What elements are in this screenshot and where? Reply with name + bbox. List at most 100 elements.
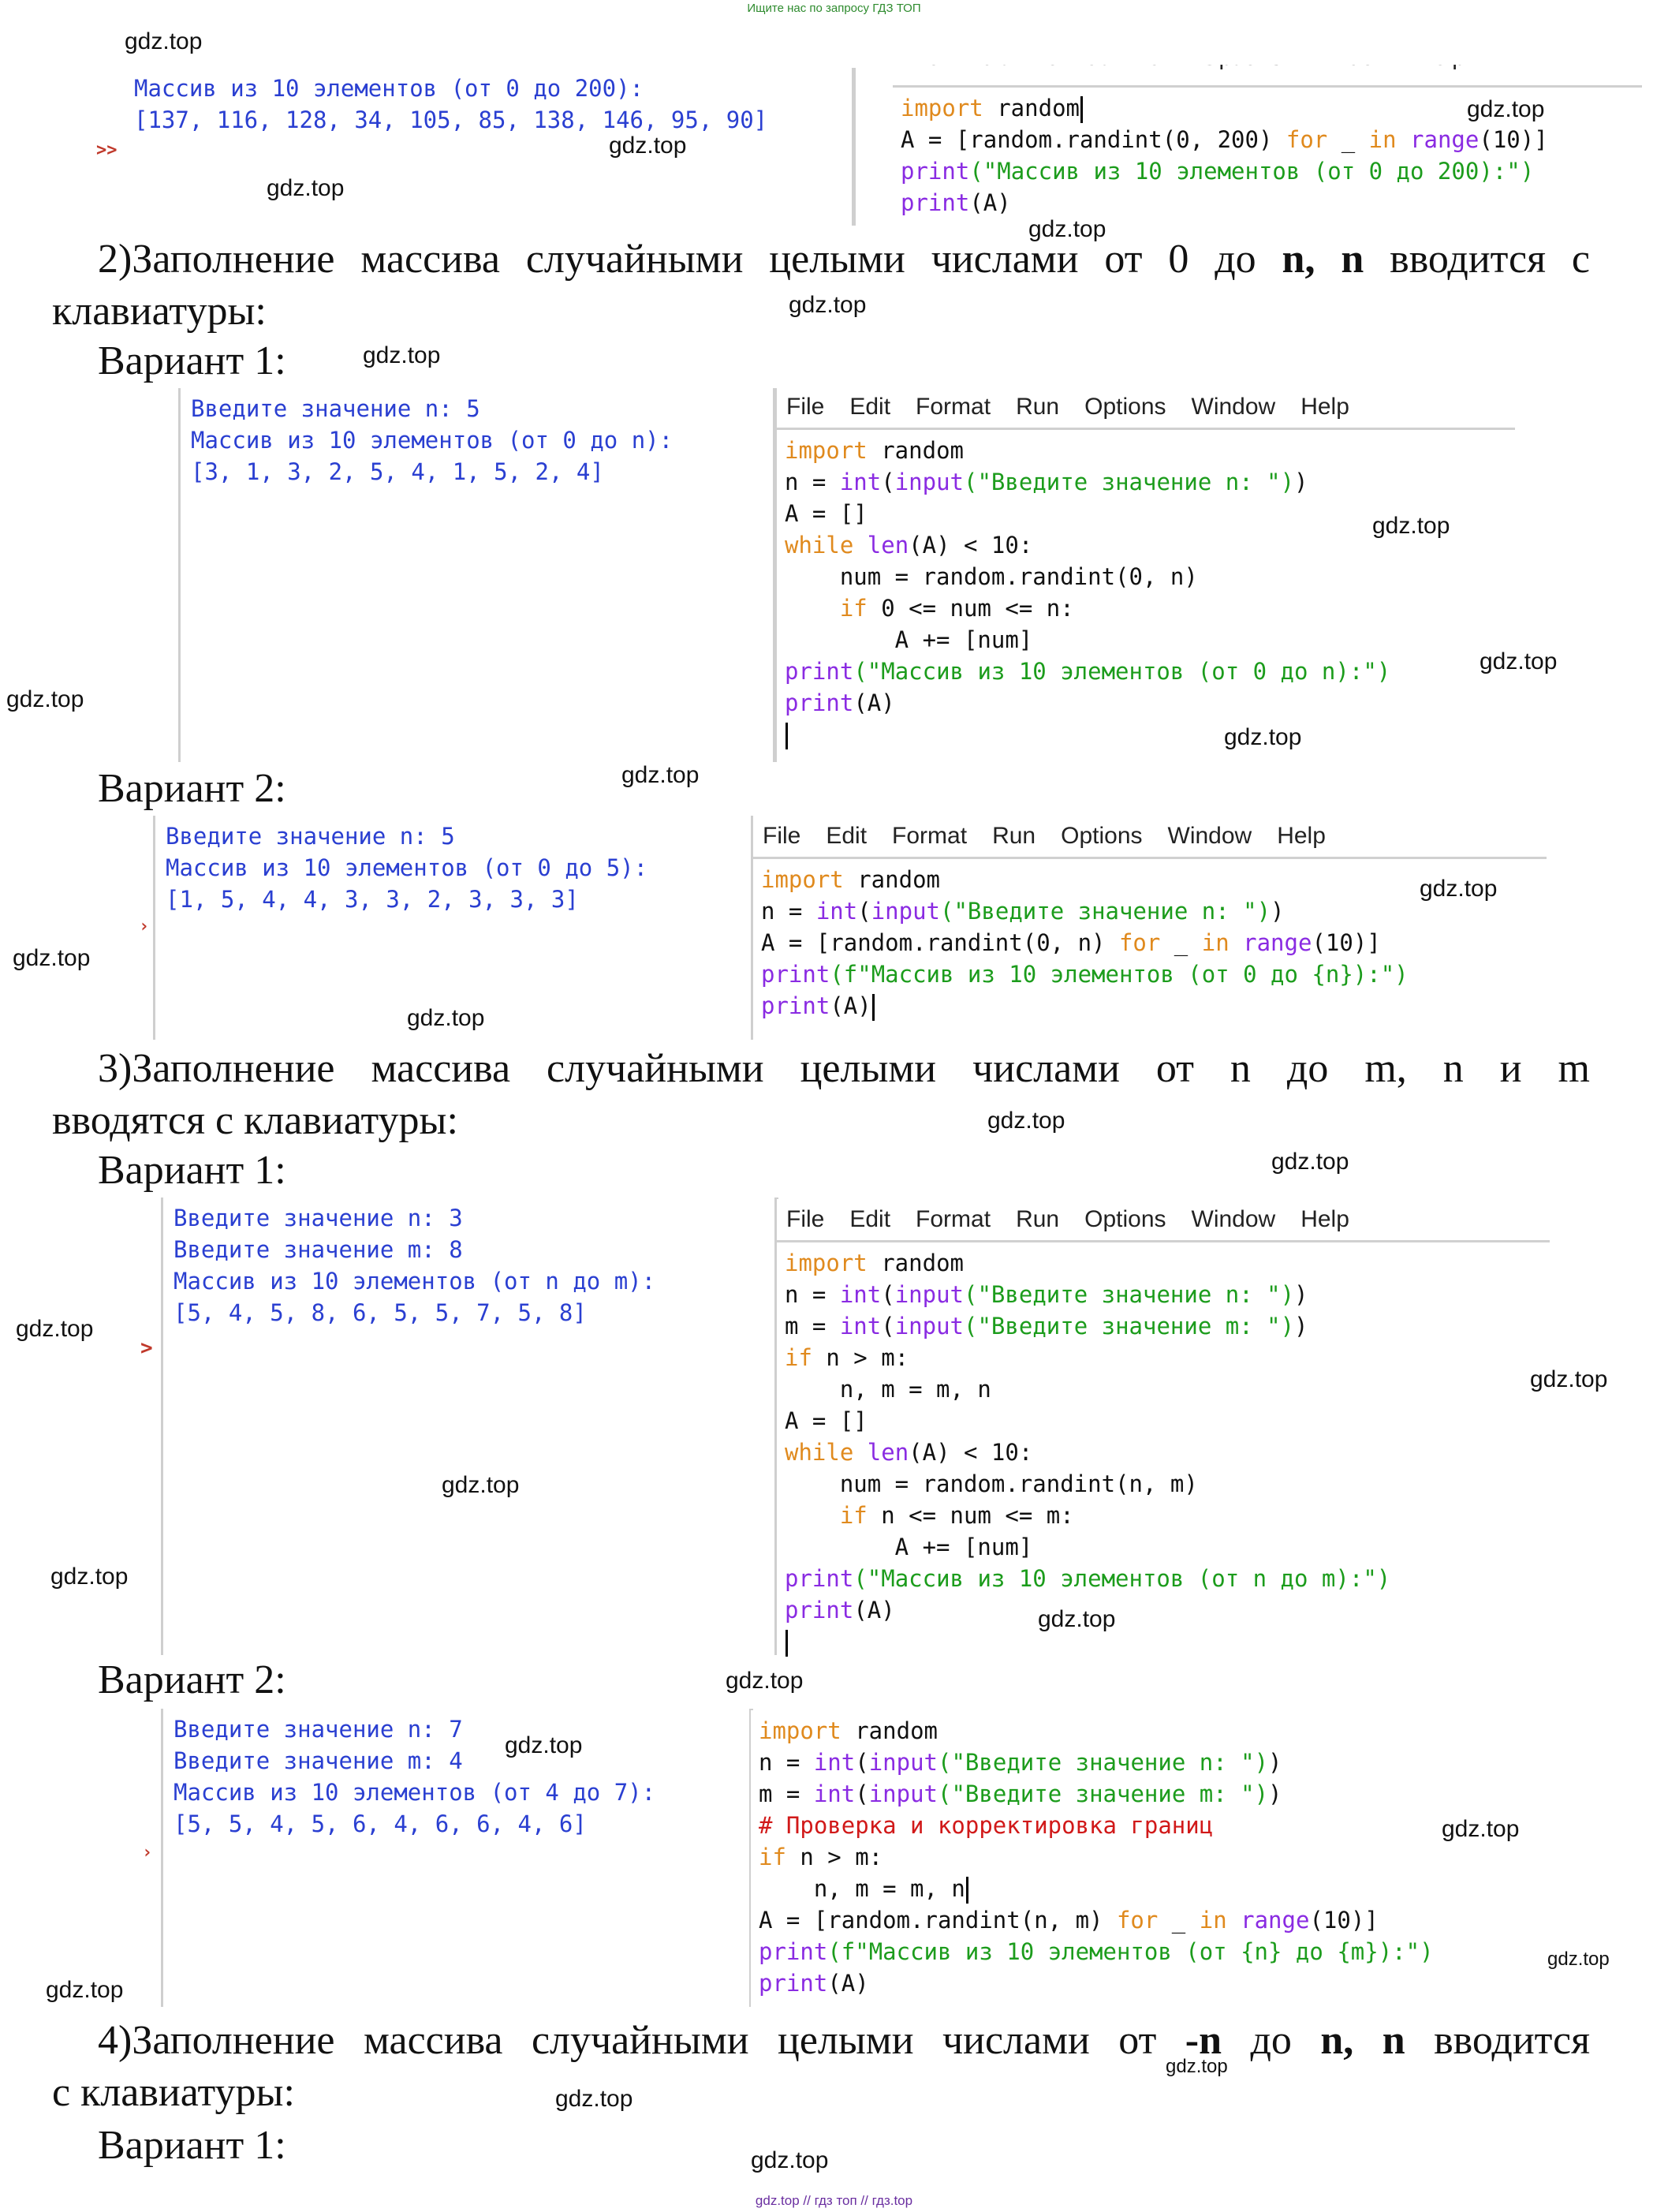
code-line[interactable]: n = int(input("Введите значение n: ")): [761, 895, 1547, 927]
code-line[interactable]: A = [random.randint(n, m) for _ in range…: [759, 1904, 1547, 1936]
shell-output-line: [5, 5, 4, 5, 6, 4, 6, 6, 4, 6]: [174, 1810, 587, 1837]
menu-item-window[interactable]: Window: [1308, 65, 1392, 70]
code-token: A += [num]: [785, 1534, 1033, 1560]
menu-item-file[interactable]: File: [763, 823, 801, 849]
shell-output-line: Введите значение n: 5: [191, 395, 480, 422]
code-line[interactable]: A = [random.randint(0, 200) for _ in ran…: [901, 124, 1642, 155]
code-token: # Проверка и корректировка границ: [759, 1812, 1214, 1839]
code-line[interactable]: [785, 719, 1515, 750]
code-line[interactable]: import random: [759, 1715, 1547, 1747]
menu-item-file[interactable]: File: [786, 394, 825, 420]
menu-item-format[interactable]: Format: [916, 1206, 991, 1232]
code-line[interactable]: n, m = m, n: [759, 1873, 1547, 1904]
code-line[interactable]: print(f"Массив из 10 элементов (от {n} д…: [759, 1936, 1547, 1967]
code-line[interactable]: if n > m:: [759, 1841, 1547, 1873]
menu-item-run[interactable]: Run: [1016, 1206, 1060, 1232]
code-token: (: [881, 1281, 895, 1308]
code-line[interactable]: print(A): [761, 990, 1547, 1022]
menu-item-edit[interactable]: Edit: [849, 394, 891, 420]
code-line[interactable]: n, m = m, n: [785, 1373, 1550, 1405]
menu-item-run[interactable]: Run: [1132, 65, 1175, 70]
code-line[interactable]: num = random.randint(n, m): [785, 1468, 1550, 1500]
code-token: import: [901, 95, 983, 121]
code-token: int: [839, 1313, 882, 1340]
code-token: [1230, 929, 1243, 956]
code-line[interactable]: A = []: [785, 1405, 1550, 1437]
menu-item-run[interactable]: Run: [1016, 394, 1060, 420]
code-line[interactable]: # Проверка и корректировка границ: [759, 1810, 1547, 1841]
code-token: input: [894, 1281, 965, 1308]
code-line[interactable]: n = int(input("Введите значение n: ")): [785, 466, 1515, 498]
menu-item-options[interactable]: Options: [1200, 65, 1282, 70]
code-line[interactable]: print(A): [785, 687, 1515, 719]
code-line[interactable]: print("Массив из 10 элементов (от n до m…: [785, 1563, 1550, 1594]
heading-task-3: 3)Заполнение массива случайными целыми ч…: [52, 1046, 1590, 1143]
menu-item-help[interactable]: Help: [1300, 394, 1349, 420]
code-token: print: [901, 189, 970, 216]
code-token: input: [871, 898, 941, 925]
menu-item-window[interactable]: Window: [1191, 1206, 1276, 1232]
code-token: ): [1294, 1313, 1308, 1340]
code-line[interactable]: A += [num]: [785, 624, 1515, 656]
code-line[interactable]: A = [random.randint(0, n) for _ in range…: [761, 927, 1547, 958]
menu-item-options[interactable]: Options: [1084, 394, 1166, 420]
shell-output-line: Массив из 10 элементов (от 0 до 200):: [134, 75, 644, 102]
code-token: input: [868, 1749, 938, 1776]
menu-item-window[interactable]: Window: [1167, 823, 1252, 849]
menu-item-edit[interactable]: Edit: [849, 1206, 891, 1232]
code-line[interactable]: print("Массив из 10 элементов (от 0 до 2…: [901, 155, 1642, 187]
menu-item-window[interactable]: Window: [1191, 394, 1276, 420]
code-line[interactable]: while len(A) < 10:: [785, 529, 1515, 561]
code-line[interactable]: num = random.randint(0, n): [785, 561, 1515, 592]
code-token: A = [random.randint(0, n): [761, 929, 1119, 956]
menu-bar-2-1[interactable]: File Edit Format Run Options Window Help: [777, 387, 1515, 430]
code-line[interactable]: print(A): [759, 1967, 1547, 1999]
code-token: _: [1158, 1907, 1200, 1934]
menu-item-format[interactable]: Format: [916, 394, 991, 420]
code-line[interactable]: import random: [901, 92, 1642, 124]
shell-edge: [161, 1198, 163, 1655]
code-line[interactable]: import random: [761, 864, 1547, 895]
code-token: [853, 1439, 867, 1466]
menu-item-run[interactable]: Run: [992, 823, 1036, 849]
code-line[interactable]: A += [num]: [785, 1531, 1550, 1563]
code-line[interactable]: print(f"Массив из 10 элементов (от 0 до …: [761, 958, 1547, 990]
code-line[interactable]: n = int(input("Введите значение n: ")): [785, 1279, 1550, 1310]
menu-item-options[interactable]: Options: [1061, 823, 1143, 849]
menu-item-format[interactable]: Format: [1032, 65, 1106, 70]
code-line[interactable]: print(A): [785, 1594, 1550, 1626]
code-token: (: [881, 469, 895, 495]
code-line[interactable]: A = []: [785, 498, 1515, 529]
menu-item-format[interactable]: Format: [892, 823, 968, 849]
menu-item-file[interactable]: File: [786, 1206, 825, 1232]
menu-item-options[interactable]: Options: [1084, 1206, 1166, 1232]
menu-item-help[interactable]: Help: [1300, 1206, 1349, 1232]
code-token: if: [839, 595, 868, 622]
menu-item-help[interactable]: Help: [1277, 823, 1326, 849]
code-line[interactable]: if 0 <= num <= n:: [785, 592, 1515, 624]
code-line[interactable]: import random: [785, 1247, 1550, 1279]
menu-bar-1[interactable]: File Edit Format Run Options Window Help: [893, 65, 1642, 88]
menu-item-file[interactable]: File: [902, 65, 940, 70]
code-token: len: [867, 532, 909, 559]
menu-item-help[interactable]: Help: [1416, 65, 1465, 70]
code-line[interactable]: import random: [785, 435, 1515, 466]
code-token: ("Введите значение m: "): [964, 1313, 1295, 1340]
code-line[interactable]: while len(A) < 10:: [785, 1437, 1550, 1468]
code-line[interactable]: print("Массив из 10 элементов (от 0 до n…: [785, 656, 1515, 687]
code-line[interactable]: n = int(input("Введите значение n: ")): [759, 1747, 1547, 1778]
code-line[interactable]: [785, 1626, 1550, 1657]
code-line[interactable]: m = int(input("Введите значение m: ")): [785, 1310, 1550, 1342]
watermark: gdz.top: [6, 686, 84, 712]
menu-bar-2-2[interactable]: File Edit Format Run Options Window Help: [753, 816, 1547, 859]
text-cursor: [1080, 96, 1083, 123]
code-line[interactable]: m = int(input("Введите значение m: ")): [759, 1778, 1547, 1810]
code-line[interactable]: if n > m:: [785, 1342, 1550, 1373]
menu-bar-3-1[interactable]: File Edit Format Run Options Window Help: [777, 1199, 1550, 1242]
code-line[interactable]: if n <= num <= m:: [785, 1500, 1550, 1531]
menu-item-edit[interactable]: Edit: [965, 65, 1006, 70]
menu-item-edit[interactable]: Edit: [826, 823, 868, 849]
code-line[interactable]: print(A): [901, 187, 1642, 219]
